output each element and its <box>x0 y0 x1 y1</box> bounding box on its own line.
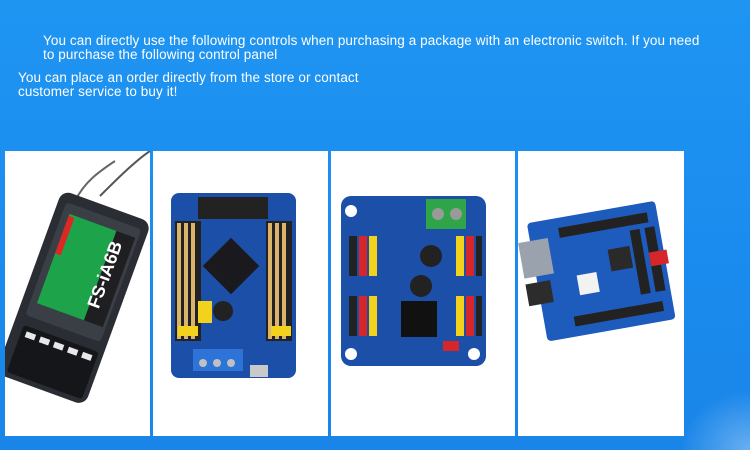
product-image-servo-controller[interactable] <box>153 151 328 436</box>
product-image-servo-driver[interactable] <box>331 151 515 436</box>
servo-board-icon <box>171 193 296 378</box>
product-image-sensor-shield[interactable] <box>518 151 684 436</box>
corner-glow <box>680 390 750 450</box>
notice-line-1: You can directly use the following contr… <box>43 33 700 62</box>
shield-board-icon <box>518 201 676 341</box>
product-image-receiver[interactable]: FS-iA6B <box>5 151 150 436</box>
rc-receiver-icon: FS-iA6B <box>5 151 150 403</box>
notice-line-2: You can place an order directly from the… <box>18 70 359 99</box>
servo-driver-icon <box>341 196 486 366</box>
